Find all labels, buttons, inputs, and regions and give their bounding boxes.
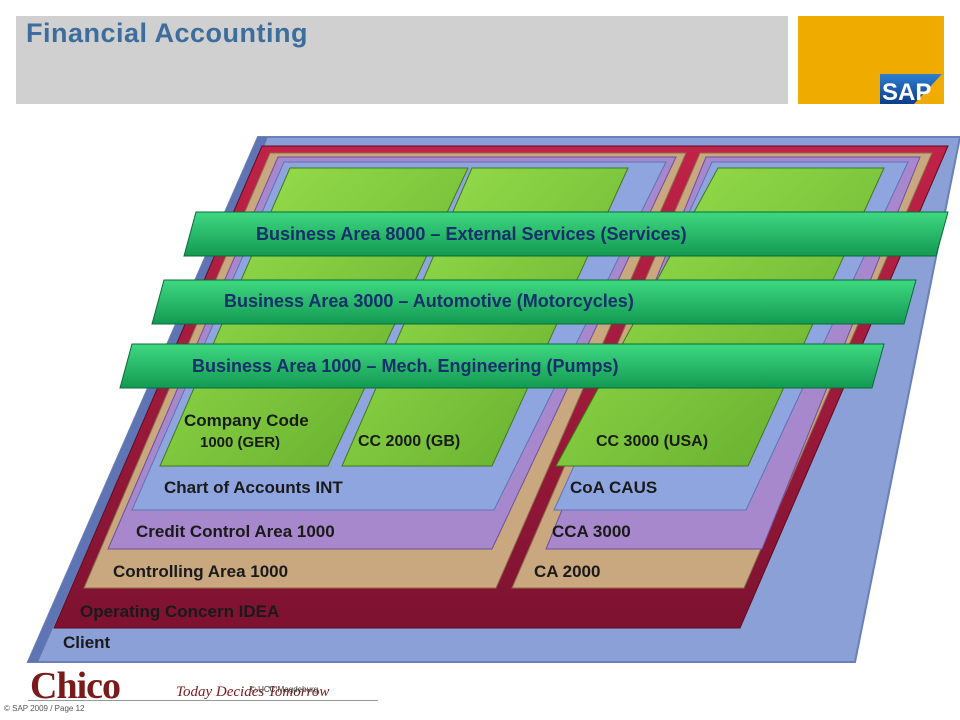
chico-logo: Chico [30,665,121,707]
chart-of-accounts-right-label: CoA CAUS [570,478,658,497]
page-title: Financial Accounting [26,18,309,48]
controlling-area-right-label: CA 2000 [534,562,601,581]
business-area-1000-bar [119,343,885,389]
business-area-3000-label: Business Area 3000 – Automotive (Motorcy… [224,291,634,311]
sap-logo-text: SAP [882,79,931,104]
title-bar [16,16,788,104]
small-copyright: © UCC Magdeburg [250,685,319,694]
client-edge [28,137,268,662]
business-area-8000-bar [183,211,949,257]
controlling-area-left-label: Controlling Area 1000 [113,562,289,581]
company-code-1000-label: 1000 (GER) [200,434,281,451]
business-area-3000-bar [151,279,917,325]
client-label: Client [63,633,111,652]
credit-control-area-right-label: CCA 3000 [552,522,631,541]
chart-of-accounts-left-label: Chart of Accounts INT [164,478,343,497]
business-area-1000-label: Business Area 1000 – Mech. Engineering (… [192,356,619,376]
footer-copyright: © SAP 2009 / Page 12 [4,704,85,713]
company-code-2000-label: CC 2000 (GB) [358,433,461,450]
footer-divider [28,700,378,701]
company-code-title: Company Code [184,411,309,430]
credit-control-area-left-label: Credit Control Area 1000 [136,522,335,541]
chico-tagline: Today Decides Tomorrow [176,684,330,700]
sap-logo-icon: SAP [880,74,942,106]
operating-concern-label: Operating Concern IDEA [80,602,280,621]
business-area-8000-label: Business Area 8000 – External Services (… [256,224,687,244]
company-code-3000-label: CC 3000 (USA) [596,433,709,450]
sap-logo-box: SAP [798,16,944,106]
